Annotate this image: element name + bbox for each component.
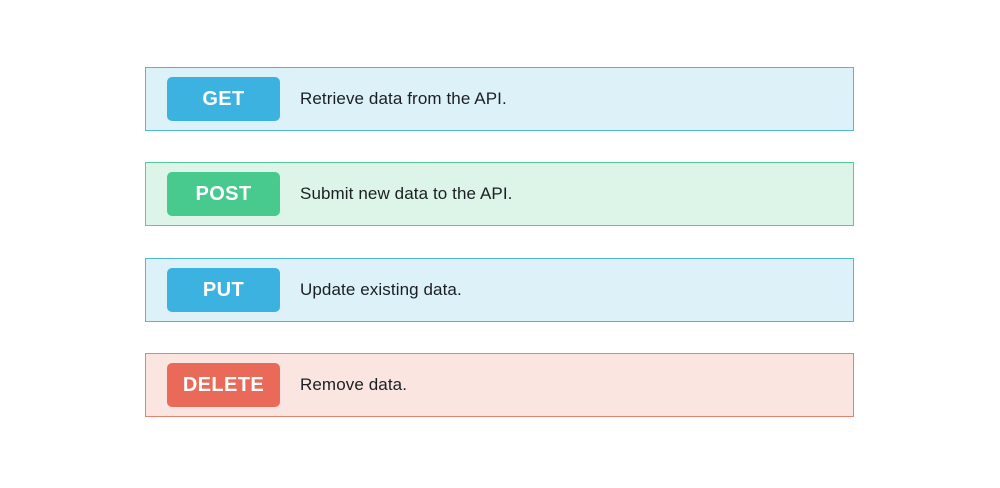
- get-method-description: Retrieve data from the API.: [300, 89, 507, 108]
- method-row-post: POST Submit new data to the API.: [145, 162, 854, 226]
- delete-method-badge: DELETE: [167, 363, 280, 407]
- delete-method-description: Remove data.: [300, 375, 408, 394]
- method-row-delete: DELETE Remove data.: [145, 353, 854, 417]
- post-method-badge: POST: [167, 172, 280, 216]
- put-method-badge: PUT: [167, 268, 280, 312]
- method-row-put: PUT Update existing data.: [145, 258, 854, 322]
- post-method-description: Submit new data to the API.: [300, 184, 513, 203]
- method-row-get: GET Retrieve data from the API.: [145, 67, 854, 131]
- put-method-description: Update existing data.: [300, 280, 462, 299]
- get-method-badge: GET: [167, 77, 280, 121]
